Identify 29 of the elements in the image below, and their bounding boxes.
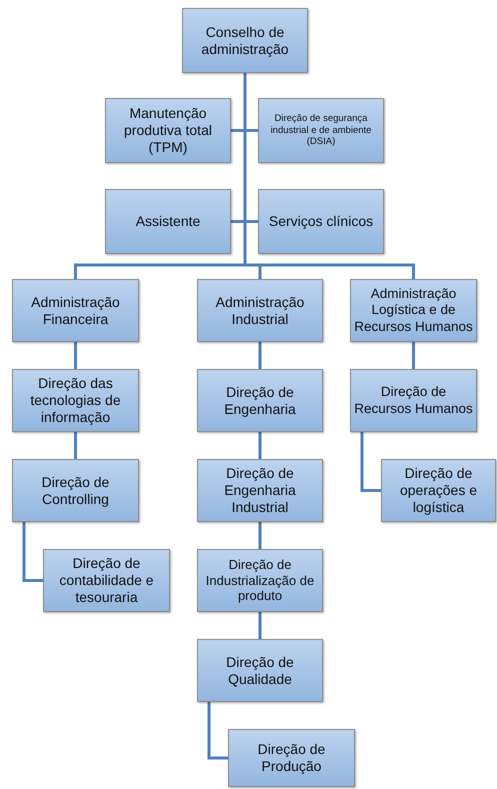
- connector-line: [22, 522, 43, 582]
- org-box: Direção de Engenharia Industrial: [197, 459, 323, 522]
- org-box: Direção de operações e logística: [381, 459, 496, 522]
- org-box: Direção de Qualidade: [197, 639, 323, 702]
- org-box: Administração Industrial: [197, 279, 323, 342]
- org-box: Serviços clínicos: [258, 189, 384, 254]
- org-box: Manutenção produtiva total (TPM): [105, 98, 231, 163]
- org-box: Assistente: [105, 189, 231, 254]
- connector-line: [244, 73, 415, 279]
- org-box: Direção de Industrialização de produto: [197, 549, 323, 612]
- connector-line: [208, 702, 228, 760]
- connector-line: [412, 342, 415, 369]
- connector-line: [74, 342, 77, 369]
- org-box: Conselho de administração: [182, 8, 308, 73]
- org-box: Direção de Controlling: [12, 459, 139, 522]
- connector-line: [258, 342, 262, 369]
- connector-line: [360, 432, 381, 492]
- org-box: Direção de Produção: [228, 729, 355, 787]
- org-box: Direção das tecnologias de informação: [12, 369, 139, 432]
- org-box: Direção de Engenharia: [197, 369, 323, 432]
- connector-line: [258, 522, 262, 549]
- connector-line: [74, 432, 77, 459]
- org-box: Direção de Recursos Humanos: [350, 369, 477, 432]
- org-box: Direção de contabilidade e tesouraria: [43, 549, 170, 612]
- org-box: Administração Financeira: [12, 279, 139, 342]
- connector-line: [258, 612, 262, 639]
- org-box: Administração Logística e de Recursos Humanos: [350, 279, 477, 342]
- org-box: Direção de segurança industrial e de ambiente (DSIA): [258, 98, 384, 163]
- connector-line: [258, 432, 262, 459]
